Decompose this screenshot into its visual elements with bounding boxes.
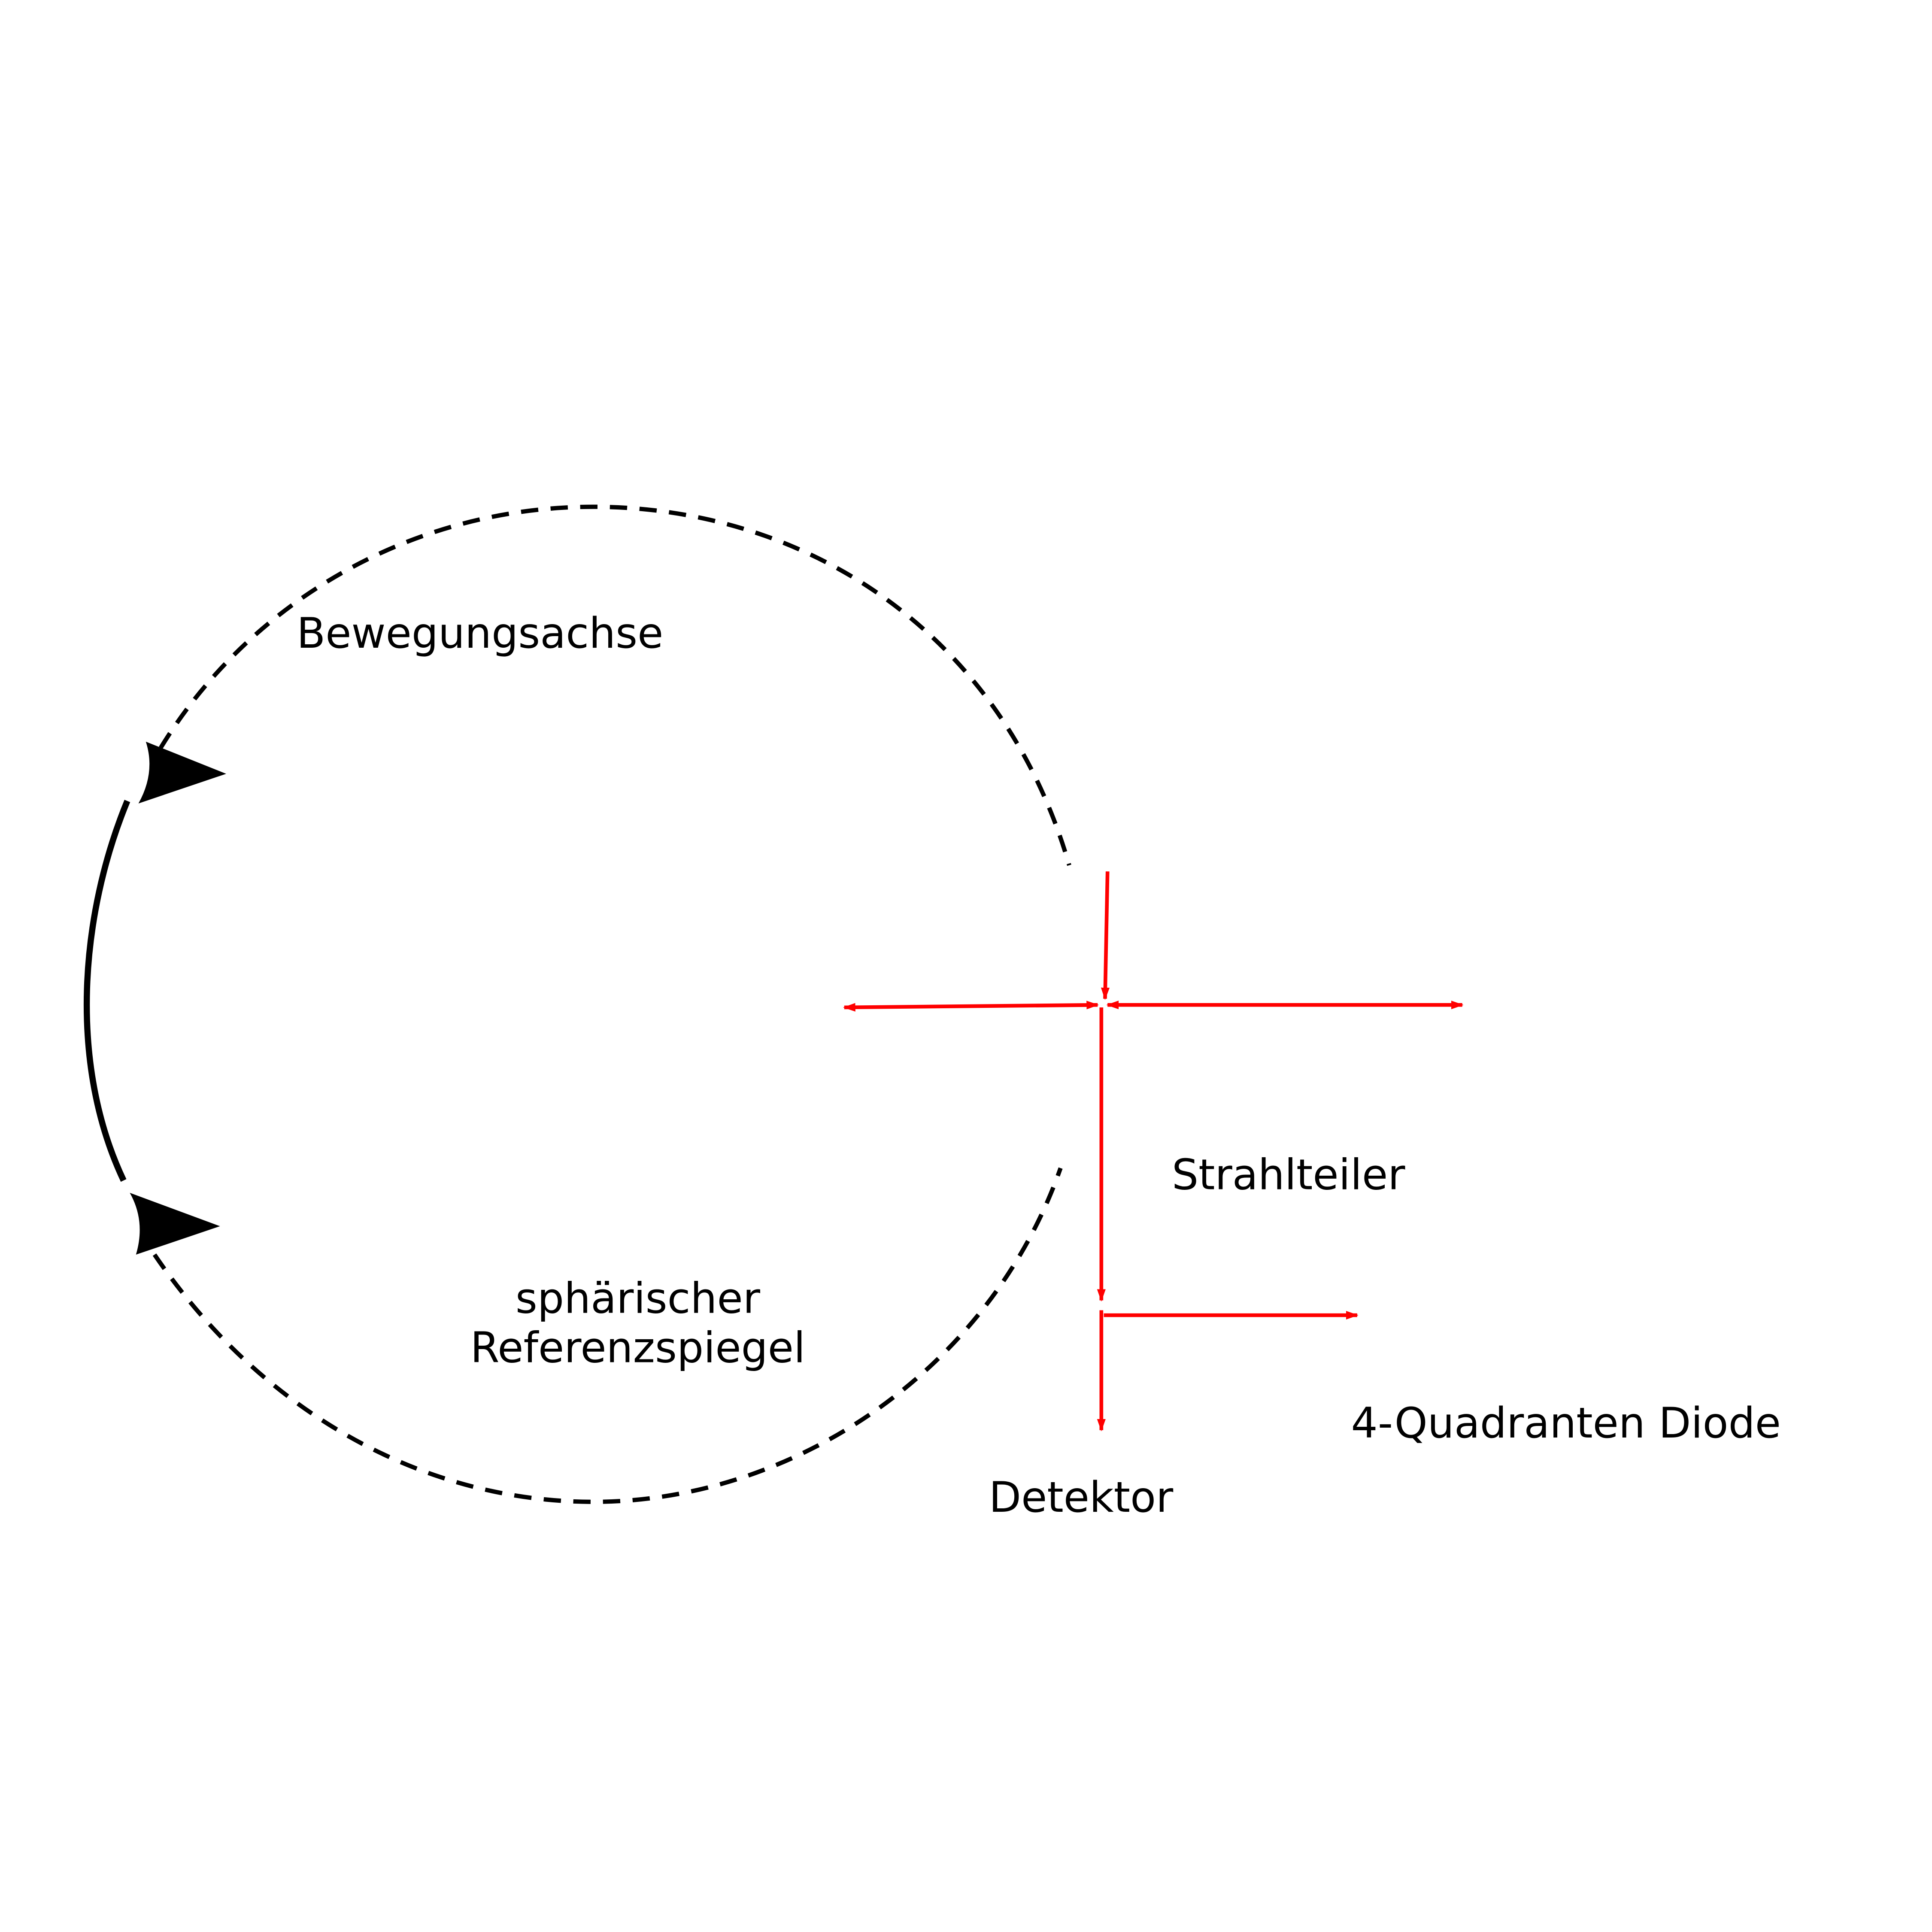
- motion-path-upper: [159, 504, 1071, 866]
- detector-label: Detektor: [989, 1473, 1174, 1522]
- mirror-label-line1: sphärischer: [516, 1274, 761, 1323]
- beam-splitter-label: Strahlteiler: [1172, 1150, 1405, 1199]
- motion-arrow-upper-icon: [138, 741, 226, 804]
- motion-arrow-lower-icon: [130, 1192, 220, 1255]
- motion-axis-label: Bewegungsachse: [297, 609, 663, 658]
- incoming-beam: [1101, 871, 1110, 1000]
- spherical-reference-mirror: [83, 800, 130, 1182]
- quadrant-diode-label: 4-Quadranten Diode: [1351, 1399, 1781, 1448]
- motion-path-lower: [152, 1167, 1063, 1504]
- mirror-label-line2: Referenzspiegel: [470, 1323, 806, 1372]
- beam-left: [843, 1001, 1099, 1012]
